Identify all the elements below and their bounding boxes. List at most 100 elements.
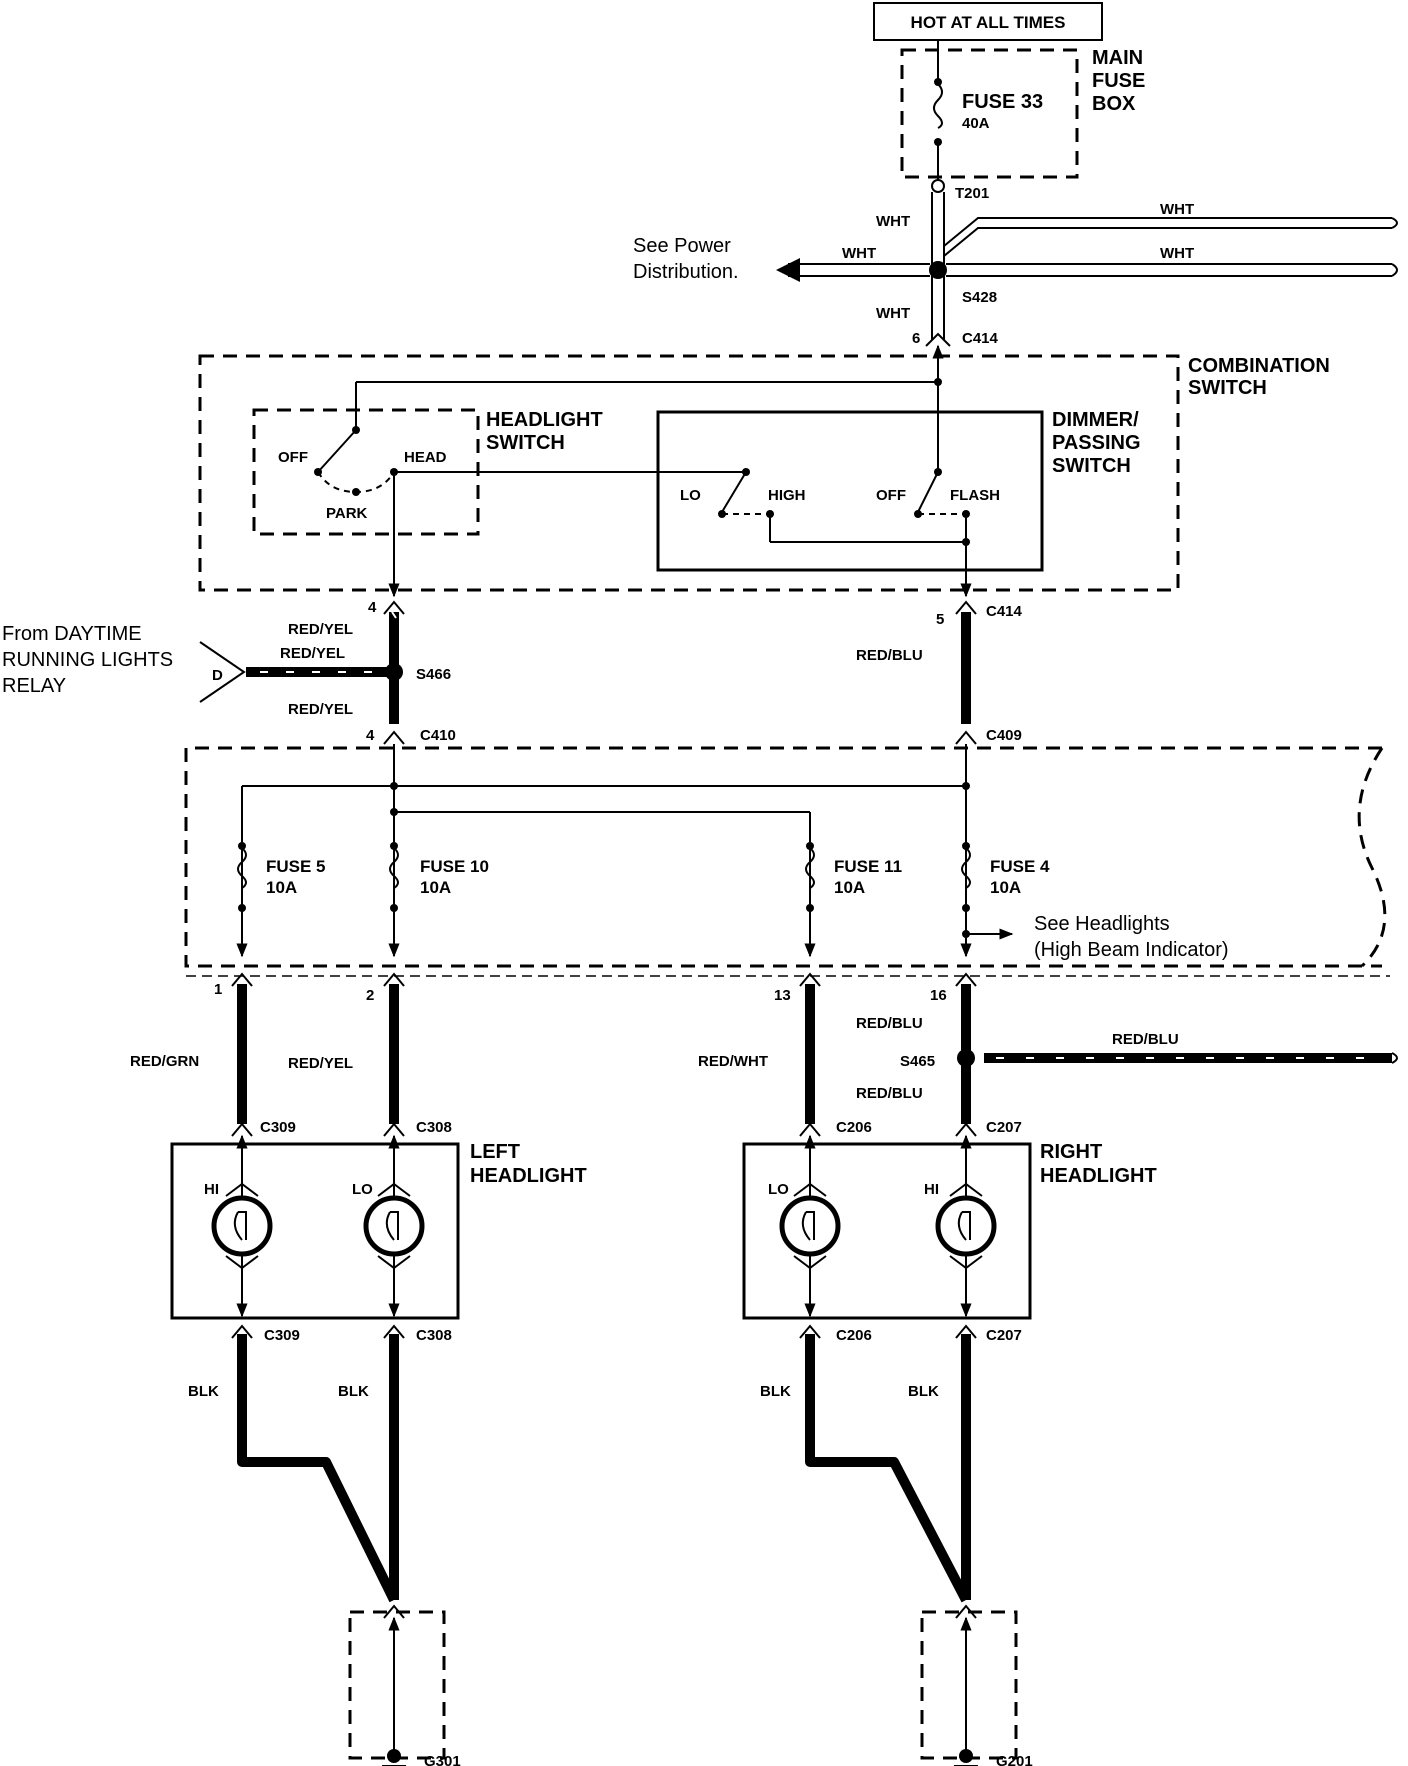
svg-text:RED/YEL: RED/YEL: [288, 701, 353, 718]
fuse-10: FUSE 10 10A: [388, 842, 489, 958]
svg-text:10A: 10A: [420, 878, 451, 897]
svg-text:C309: C309: [264, 1327, 300, 1344]
svg-text:RED/GRN: RED/GRN: [130, 1053, 199, 1070]
svg-text:C410: C410: [420, 727, 456, 744]
svg-text:RED/BLU: RED/BLU: [856, 1085, 923, 1102]
svg-text:G201: G201: [996, 1753, 1033, 1766]
svg-text:10A: 10A: [834, 878, 865, 897]
svg-text:SWITCH: SWITCH: [486, 432, 565, 454]
svg-text:D: D: [212, 667, 223, 684]
svg-text:From DAYTIME: From DAYTIME: [2, 623, 142, 645]
svg-text:HEAD: HEAD: [404, 449, 447, 466]
svg-text:PARK: PARK: [326, 505, 368, 522]
svg-text:Distribution.: Distribution.: [633, 261, 739, 283]
ground-g201: G201: [920, 1604, 1033, 1766]
svg-text:LO: LO: [352, 1181, 373, 1198]
svg-text:C207: C207: [986, 1119, 1022, 1136]
svg-text:OFF: OFF: [278, 449, 308, 466]
dimmer-passing-switch: DIMMER/ PASSING SWITCH LO HIGH OFF FLASH: [656, 409, 1141, 598]
red-yel-lo-wire: RED/YEL: [288, 984, 399, 1124]
svg-text:HIGH: HIGH: [768, 487, 806, 504]
fuse-5: FUSE 5 10A: [236, 842, 326, 958]
ground-g301: G301: [348, 1604, 461, 1766]
left-headlight: LEFT HEADLIGHT HI LO: [170, 1141, 587, 1320]
wht-right-branches: WHT WHT: [943, 201, 1398, 277]
svg-text:RED/YEL: RED/YEL: [280, 645, 345, 662]
svg-text:RED/BLU: RED/BLU: [1112, 1031, 1179, 1048]
svg-text:BLK: BLK: [908, 1383, 939, 1400]
fuse-33-rating: 40A: [962, 115, 990, 132]
svg-text:RED/BLU: RED/BLU: [856, 647, 923, 664]
svg-text:HEADLIGHT: HEADLIGHT: [1040, 1165, 1157, 1187]
svg-text:RED/BLU: RED/BLU: [856, 1015, 923, 1032]
right-headlight: RIGHT HEADLIGHT LO HI: [742, 1141, 1157, 1320]
svg-text:BLK: BLK: [338, 1383, 369, 1400]
svg-text:SWITCH: SWITCH: [1052, 455, 1131, 477]
svg-text:4: 4: [366, 727, 375, 744]
svg-text:COMBINATION: COMBINATION: [1188, 355, 1330, 377]
svg-text:G301: G301: [424, 1753, 461, 1766]
svg-text:C207: C207: [986, 1327, 1022, 1344]
svg-text:(High Beam Indicator): (High Beam Indicator): [1034, 939, 1229, 961]
red-wht-wire: RED/WHT: [698, 984, 815, 1124]
svg-text:MAIN: MAIN: [1092, 47, 1143, 69]
wht-to-power-distribution: WHT See Power Distribution.: [633, 235, 930, 283]
hot-at-all-times-box: HOT AT ALL TIMES: [873, 2, 1103, 41]
svg-text:C308: C308: [416, 1119, 452, 1136]
svg-text:HI: HI: [924, 1181, 939, 1198]
svg-text:FLASH: FLASH: [950, 487, 1000, 504]
svg-text:DIMMER/: DIMMER/: [1052, 409, 1139, 431]
svg-text:HI: HI: [204, 1181, 219, 1198]
fuse-33: T201: [931, 40, 989, 202]
svg-text:RUNNING LIGHTS: RUNNING LIGHTS: [2, 649, 173, 671]
red-grn-wire: RED/GRN: [130, 984, 247, 1124]
splice-s428: S428: [929, 261, 997, 306]
fuse-33-label: FUSE 33: [962, 91, 1043, 113]
headlight-upper-connectors: C309 C308 C206 C207: [231, 1119, 1022, 1137]
svg-text:FUSE 4: FUSE 4: [990, 857, 1050, 876]
fuse-4: FUSE 4 10A See Headlights (High Beam Ind…: [960, 842, 1229, 961]
drl-relay-input: From DAYTIME RUNNING LIGHTS RELAY D RED/…: [2, 623, 390, 703]
right-hi-bulb: [935, 1134, 997, 1318]
red-blu-wire: RED/BLU: [856, 612, 971, 724]
svg-text:OFF: OFF: [876, 487, 906, 504]
svg-text:BOX: BOX: [1092, 93, 1136, 115]
svg-text:HOT AT ALL TIMES: HOT AT ALL TIMES: [911, 13, 1066, 32]
svg-text:RED/YEL: RED/YEL: [288, 1055, 353, 1072]
combination-switch: COMBINATION SWITCH: [198, 354, 1330, 592]
svg-text:FUSE 11: FUSE 11: [834, 857, 902, 876]
svg-text:WHT: WHT: [1160, 201, 1194, 218]
right-lo-bulb: [779, 1134, 841, 1318]
svg-text:FUSE 10: FUSE 10: [420, 857, 489, 876]
left-ground-wires: BLK BLK: [188, 1334, 399, 1603]
svg-text:RED/WHT: RED/WHT: [698, 1053, 768, 1070]
svg-text:PASSING: PASSING: [1052, 432, 1141, 454]
svg-text:LO: LO: [680, 487, 701, 504]
svg-text:13: 13: [774, 987, 791, 1004]
red-yel-wire: RED/YEL RED/YEL S466: [288, 611, 451, 724]
svg-text:BLK: BLK: [760, 1383, 791, 1400]
svg-text:10A: 10A: [266, 878, 297, 897]
svg-text:C206: C206: [836, 1119, 872, 1136]
fuse-block: [184, 746, 1390, 977]
svg-text:WHT: WHT: [1160, 245, 1194, 262]
right-ground-wires: BLK BLK: [760, 1334, 971, 1603]
left-lo-bulb: [363, 1134, 425, 1318]
svg-text:S465: S465: [900, 1053, 935, 1070]
svg-text:WHT: WHT: [876, 213, 910, 230]
main-fuse-box: MAIN FUSE BOX FUSE 33 40A: [900, 47, 1145, 179]
left-hi-bulb: [211, 1134, 273, 1318]
svg-text:FUSE: FUSE: [1092, 70, 1145, 92]
svg-text:WHT: WHT: [876, 305, 910, 322]
svg-text:2: 2: [366, 987, 374, 1004]
fuse-output-pins: 1 2 13 16: [214, 972, 977, 1004]
svg-text:C409: C409: [986, 727, 1022, 744]
svg-text:LO: LO: [768, 1181, 789, 1198]
svg-text:S428: S428: [962, 289, 997, 306]
svg-text:See Headlights: See Headlights: [1034, 913, 1170, 935]
red-blu-hi-wire: RED/BLU RED/BLU S465 RED/BLU: [856, 984, 1398, 1124]
svg-text:T201: T201: [955, 185, 989, 202]
svg-text:C414: C414: [962, 330, 999, 347]
svg-text:C309: C309: [260, 1119, 296, 1136]
